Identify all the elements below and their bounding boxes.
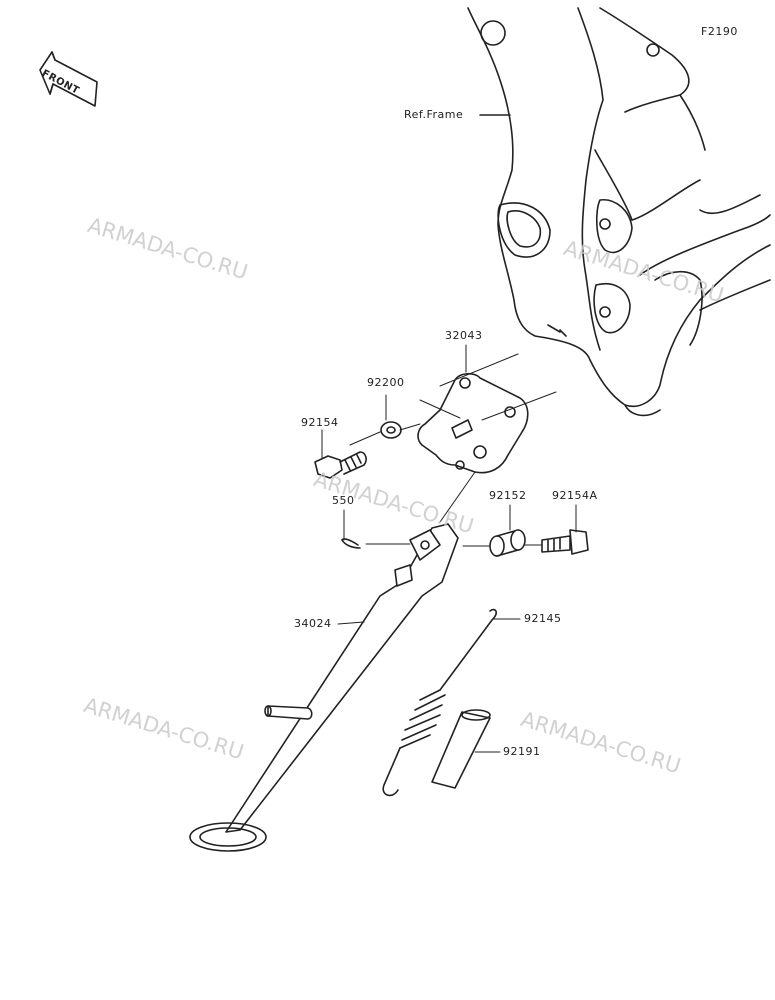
spring-92145 — [382, 608, 497, 797]
part-label-92145[interactable]: 92145 — [524, 612, 562, 625]
part-label-92200[interactable]: 92200 — [367, 376, 405, 389]
bolt-92154 — [314, 451, 367, 479]
part-label-92191[interactable]: 92191 — [503, 745, 541, 758]
washer-92200 — [380, 421, 402, 439]
frame-outline — [467, 7, 771, 417]
front-arrow-icon — [39, 51, 98, 107]
side-stand-34024 — [189, 523, 459, 852]
ref-frame-label: Ref.Frame — [404, 108, 464, 121]
part-label-550[interactable]: 550 — [332, 494, 355, 507]
part-label-92154A[interactable]: 92154A — [552, 489, 598, 502]
stand-pin — [264, 705, 313, 720]
part-label-34024[interactable]: 34024 — [294, 617, 332, 630]
collar-92152 — [489, 529, 526, 557]
part-label-92152[interactable]: 92152 — [489, 489, 527, 502]
pin-550 — [341, 538, 361, 549]
figure-code: F2190 — [701, 25, 738, 38]
tube-92191 — [431, 709, 491, 789]
part-label-92154[interactable]: 92154 — [301, 416, 339, 429]
part-label-32043[interactable]: 32043 — [445, 329, 483, 342]
bolt-92154A — [541, 529, 589, 555]
bracket-32043 — [417, 372, 529, 474]
